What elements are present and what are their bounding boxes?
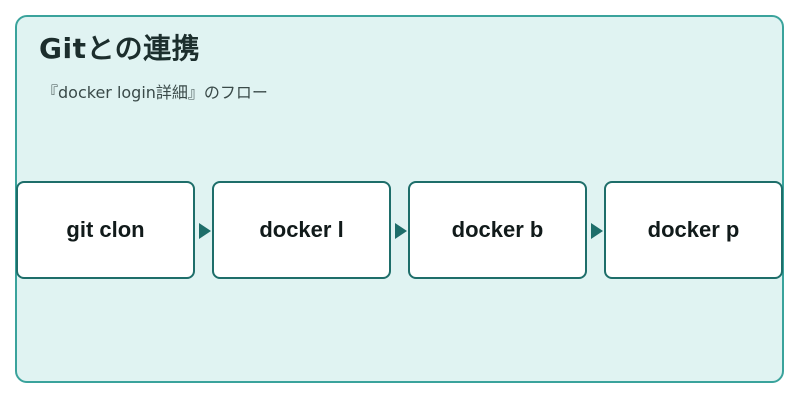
- flow-arrow-icon: [199, 223, 211, 239]
- flow-step-git-clone: git clon: [16, 181, 195, 279]
- panel-title: Gitとの連携: [39, 32, 201, 65]
- flow-step-docker-login: docker l: [212, 181, 391, 279]
- flow-step-docker-build: docker b: [408, 181, 587, 279]
- flow-arrow-icon: [591, 223, 603, 239]
- flow-step-docker-push: docker p: [604, 181, 783, 279]
- flow-arrow-icon: [395, 223, 407, 239]
- panel-subtitle: 『docker login詳細』のフロー: [42, 83, 268, 102]
